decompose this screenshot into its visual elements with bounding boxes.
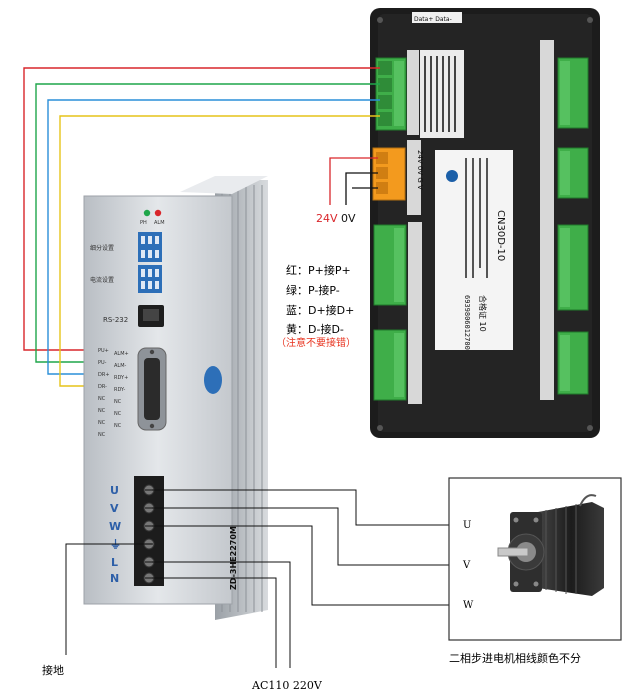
- pin-label: NC: [98, 420, 106, 426]
- pin-label-right: ALM+: [114, 351, 129, 357]
- pin-label-right: NC: [114, 399, 122, 405]
- controller-serial: 6939806012700: [463, 295, 471, 350]
- wire-u: [152, 489, 455, 526]
- ground-label: 接地: [42, 664, 64, 677]
- wire-ground: [65, 543, 152, 655]
- controller-power-pins: 24V 0V G V: [416, 150, 424, 190]
- pin-label: DR-: [98, 384, 107, 390]
- signal-terminal: [375, 57, 407, 131]
- power-wires: [329, 157, 378, 205]
- color-legend: 红：P+接P+ 绿：P-接P- 蓝：D+接D+ 黄：D-接D- （注意不要接错）: [276, 264, 356, 349]
- led-alm-icon: [154, 209, 162, 217]
- driver-brand-badge: [204, 366, 222, 394]
- power-label-24v: 24V: [316, 212, 338, 225]
- output-terminal-c: [557, 224, 589, 311]
- signal-wires: [23, 67, 380, 387]
- pin-label: PU+: [98, 348, 109, 354]
- output-terminal-d: [557, 331, 589, 395]
- legend-line-3: 蓝：D+接D+: [286, 304, 354, 317]
- led-alm-label: ALM: [154, 220, 165, 226]
- motor-label-u: U: [463, 520, 471, 531]
- pin-label: NC: [98, 408, 106, 414]
- terminal-letter-u: U: [110, 484, 119, 497]
- pin-label-right: RDY-: [114, 387, 126, 393]
- stepper-motor-icon: [497, 494, 604, 596]
- pin-label-right: NC: [114, 411, 122, 417]
- power-wire-0v: [345, 172, 378, 205]
- led-ph-label: PH: [140, 220, 147, 226]
- pin-label-right: RDY+: [114, 375, 128, 381]
- controller-top-label: Data+ Data-: [414, 16, 452, 23]
- motor-label-w: W: [463, 600, 474, 611]
- motor-wires: [65, 489, 455, 668]
- terminal-letter-v: V: [110, 502, 119, 515]
- wire-blue: [47, 99, 380, 375]
- brand-logo-icon: [446, 170, 458, 182]
- output-terminal-a: [557, 57, 589, 129]
- pin-label: DR+: [98, 372, 110, 378]
- pin-label: NC: [98, 432, 106, 438]
- controller-model: CN30D-10: [495, 210, 506, 261]
- ac-label: AC110 220V: [251, 679, 323, 692]
- wire-l: [152, 561, 291, 668]
- wire-w: [152, 525, 455, 606]
- wire-n: [152, 577, 277, 668]
- motor-panel: U V W: [448, 477, 622, 641]
- wire-green: [35, 83, 380, 363]
- driver-model: ZD-3HE2270M: [229, 526, 238, 590]
- input-terminal-a: [373, 224, 407, 306]
- pin-label: NC: [98, 396, 106, 402]
- controller-cert: 合格证 10: [478, 295, 488, 332]
- legend-warning: （注意不要接错）: [276, 336, 356, 349]
- power-terminal: [372, 147, 406, 201]
- wire-v: [152, 507, 455, 566]
- dip-label-current: 电流设置: [90, 276, 114, 284]
- legend-line-1: 红：P+接P+: [286, 264, 351, 277]
- pin-label-right: NC: [114, 423, 122, 429]
- input-terminal-b: [373, 329, 407, 401]
- terminal-letter-w: W: [109, 520, 121, 533]
- wire-red: [23, 67, 380, 351]
- motor-label-v: V: [462, 560, 471, 571]
- dip-label-microstep: 细分设置: [90, 244, 114, 252]
- rs232-label: RS-232: [103, 316, 128, 324]
- pin-label: PU-: [98, 360, 107, 366]
- motor-caption: 二相步进电机相线颜色不分: [449, 651, 581, 665]
- wire-yellow: [59, 115, 380, 387]
- power-wire-24v: [329, 157, 378, 205]
- terminal-letter-n: N: [110, 572, 119, 585]
- pin-label-right: ALM-: [114, 363, 127, 369]
- legend-line-2: 绿：P-接P-: [286, 283, 340, 297]
- power-label-0v: 0V: [341, 212, 356, 225]
- output-terminal-b: [557, 147, 589, 199]
- legend-line-4: 黄：D-接D-: [286, 322, 344, 336]
- terminal-letter-l: L: [111, 556, 118, 569]
- stepper-driver: PH ALM 细分设置 电流设置 RS-232 PU+ PU- DR+ DR- …: [83, 176, 268, 620]
- controller: Data+ Data- 24V 0V G V: [370, 8, 600, 438]
- led-ph-icon: [143, 209, 151, 217]
